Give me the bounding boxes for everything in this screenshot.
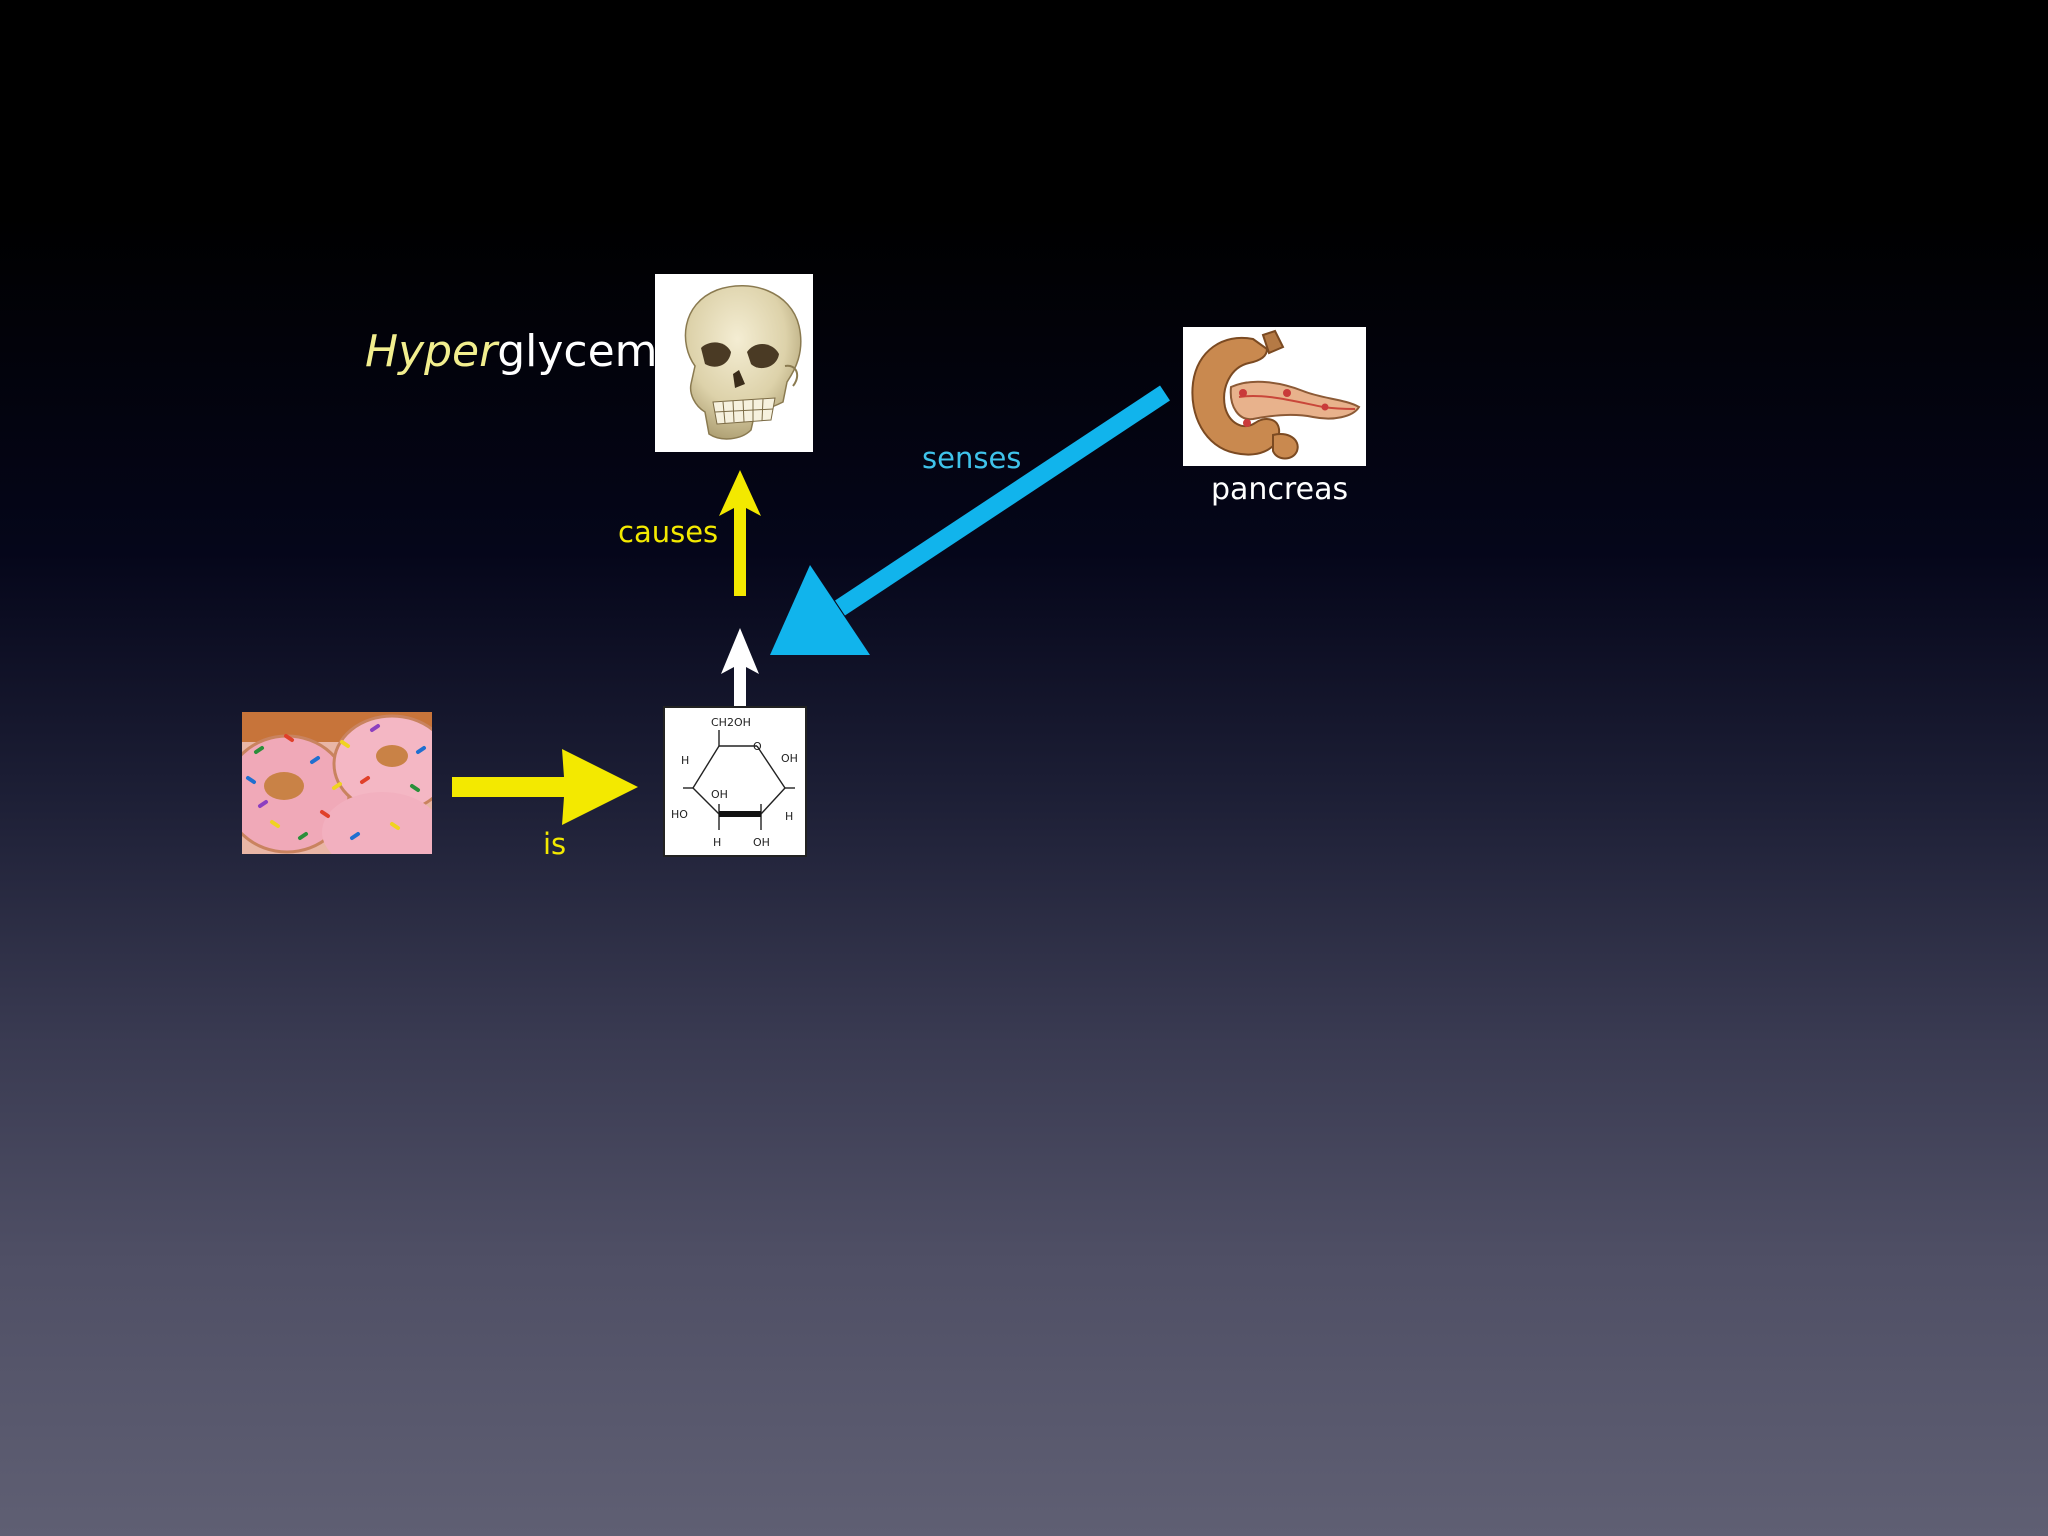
skull-card	[655, 274, 813, 452]
glucose-oh-right: OH	[781, 752, 798, 765]
senses-label: senses	[922, 441, 1022, 475]
glucose-up-arrow	[721, 628, 759, 708]
glucose-h-bottom: H	[713, 836, 721, 849]
donuts-icon	[242, 712, 432, 854]
glucose-ch2oh: CH2OH	[711, 716, 751, 729]
skull-icon	[684, 285, 802, 440]
pancreas-label: pancreas	[1211, 472, 1349, 507]
title-prefix: Hyper	[365, 326, 498, 377]
hyperglycemia-title: Hyperglycemia	[365, 330, 697, 374]
glucose-ho-left: HO	[671, 808, 688, 821]
glucose-h-right: H	[785, 810, 793, 823]
glucose-ring-o: O	[753, 740, 762, 753]
pancreas-card	[1183, 327, 1366, 466]
causes-label: causes	[618, 515, 719, 549]
donuts-card	[242, 712, 432, 854]
is-label: is	[543, 827, 567, 861]
causes-arrow	[719, 470, 761, 596]
senses-arrow	[770, 385, 1170, 655]
glucose-h-left: H	[681, 754, 689, 767]
glucose-oh-bottom: OH	[753, 836, 770, 849]
is-arrow	[452, 749, 638, 825]
glucose-molecule-icon: CH2OH O OH OH HO OH H H H	[671, 716, 798, 849]
glucose-oh-inner: OH	[711, 788, 728, 801]
pancreas-icon	[1191, 329, 1361, 460]
glucose-card: CH2OH O OH OH HO OH H H H	[663, 706, 807, 857]
